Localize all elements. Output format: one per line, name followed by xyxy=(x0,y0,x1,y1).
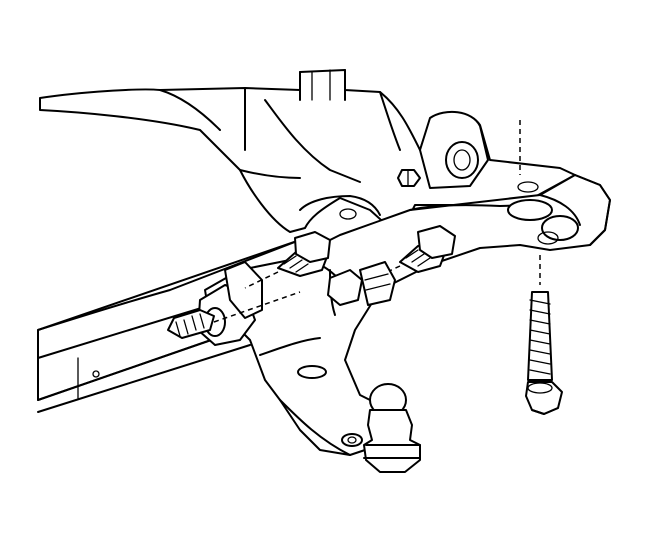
rear-bracket xyxy=(327,261,396,306)
rear-bolt-hole xyxy=(517,181,539,193)
arm-hole xyxy=(297,365,327,379)
rear-vertical-bolt xyxy=(525,255,563,415)
stud-bolt xyxy=(397,169,421,187)
frame-hole xyxy=(92,370,100,378)
front-bushing-bolt xyxy=(167,291,301,339)
rear-bushing-bolt xyxy=(369,225,456,281)
front-mounting-bolt xyxy=(244,231,331,289)
front-bushing xyxy=(197,261,263,346)
stabilizer-bushing xyxy=(419,110,489,189)
ball-joint xyxy=(341,383,421,473)
